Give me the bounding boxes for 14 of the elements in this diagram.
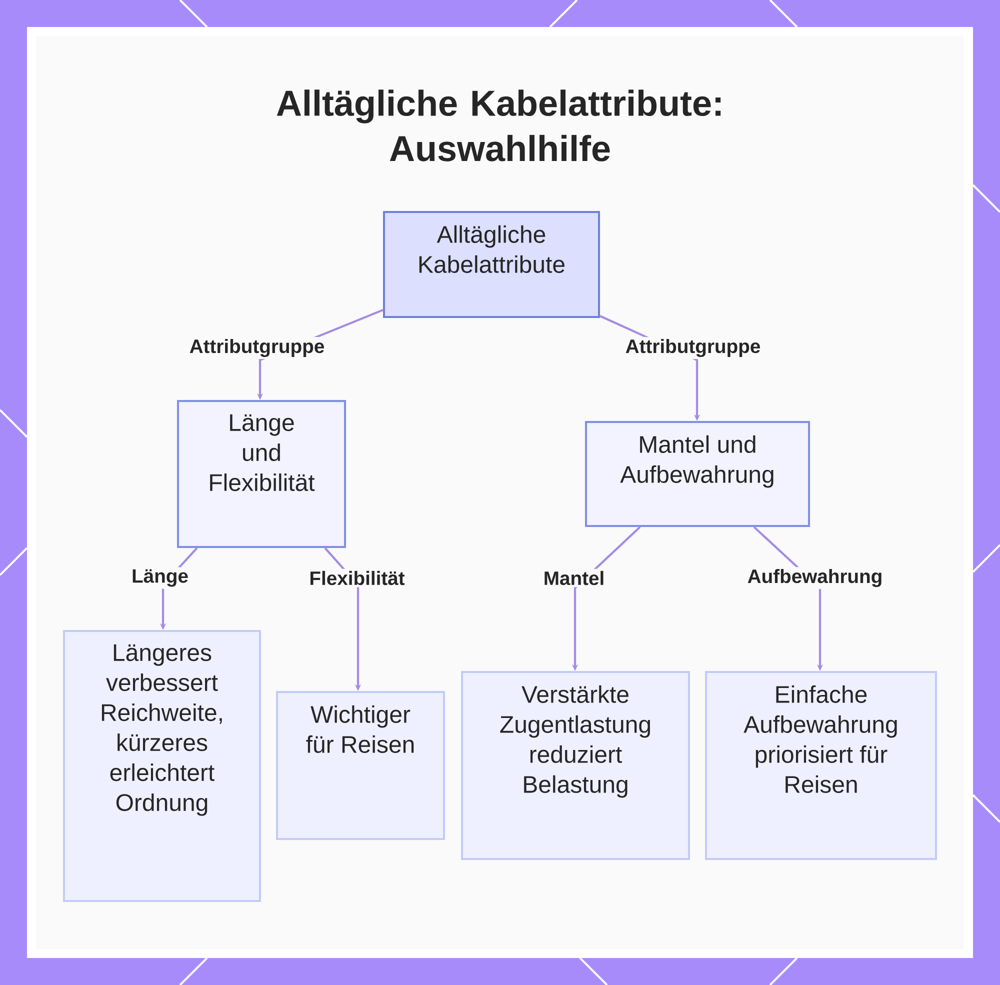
edge-label: Attributgruppe xyxy=(623,336,763,360)
detail-box: Einfache Aufbewahrung priorisiert für Reisen xyxy=(705,671,937,860)
detail-box: Längeres verbessert Reichweite, kürzeres erleichtert Ordnung xyxy=(63,630,261,902)
title: Alltägliche Kabelattribute: Auswahlhilfe xyxy=(276,90,721,162)
edge-label: Attributgruppe xyxy=(187,336,327,360)
category-box: Mantel und Aufbewahrung xyxy=(585,421,810,527)
edge-label: Aufbewahrung xyxy=(745,566,885,590)
detail-box: Wichtiger für Reisen xyxy=(276,691,445,840)
edge-label: Länge xyxy=(130,567,190,589)
category-box: Länge und Flexibilität xyxy=(177,400,346,548)
topic-box: Alltägliche Kabelattribute xyxy=(383,211,600,318)
edge-label: Flexibilität xyxy=(307,568,407,588)
detail-box: Verstärkte Zugentlastung reduziert Belastung xyxy=(461,671,690,860)
edge-label: Mantel xyxy=(541,568,607,588)
